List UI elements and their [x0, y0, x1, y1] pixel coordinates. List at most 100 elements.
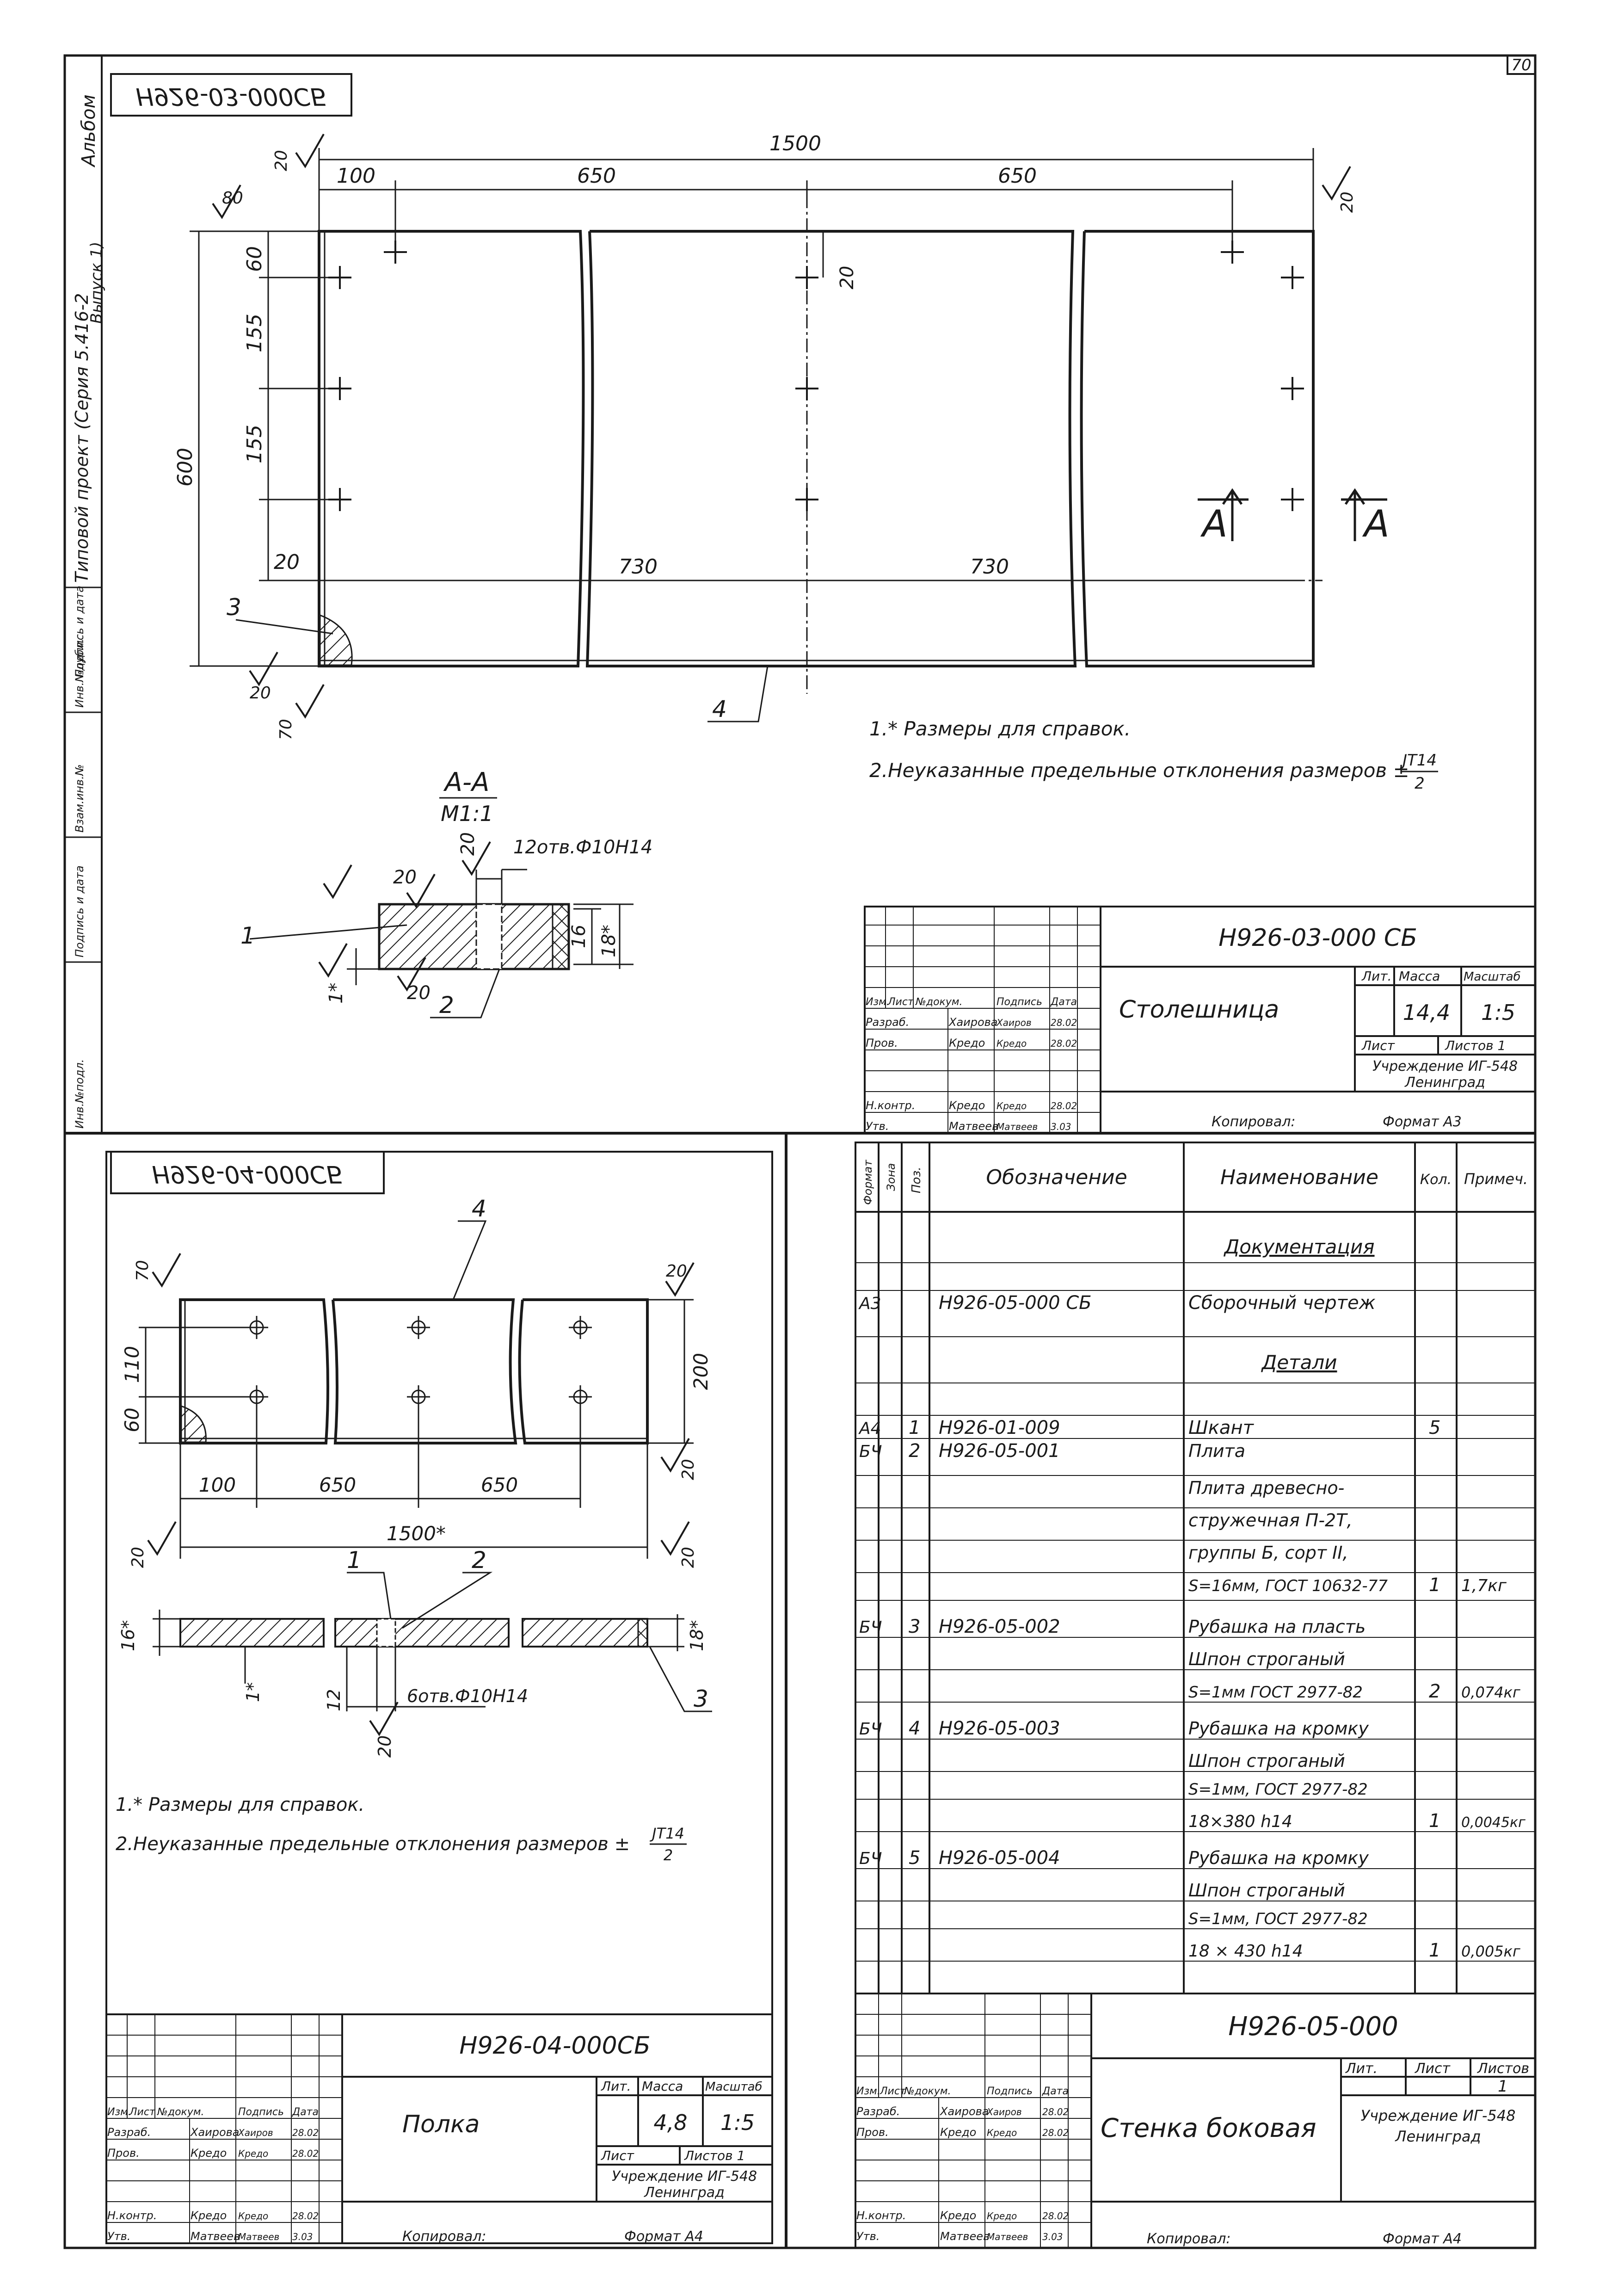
mirror-code-1: Н926-03-000СБ	[135, 82, 326, 110]
roughness-20-c: 20	[250, 684, 271, 703]
drawing-1: Н926-03-000СБ	[110, 73, 1536, 1134]
side-field-4: Инв.№дубл.	[73, 639, 86, 708]
tb3-r2-role: Н.контр.	[856, 2209, 906, 2222]
tb2-copied: Копировал:	[402, 2228, 486, 2245]
dim-730-b: 730	[970, 555, 1009, 579]
tb3-col-sheet: Лист	[1415, 2061, 1451, 2077]
section-title: А-А	[443, 767, 490, 797]
tb1-hdr-doc: №докум.	[915, 996, 962, 1008]
tb2-r1-name: Кредо	[191, 2147, 227, 2160]
tb2-col-mass: Масса	[642, 2079, 683, 2094]
tb2-r2-date: 28.02	[292, 2210, 319, 2222]
d2-section	[179, 1618, 648, 1648]
dim-1500: 1500	[769, 132, 821, 155]
tb3-r0-name: Хаирова	[939, 2105, 989, 2118]
dim-100: 100	[337, 164, 375, 188]
tb1-r2-sign: Кредо	[997, 1100, 1027, 1111]
roughness-20-a: 20	[272, 150, 291, 171]
spec-r0-code: Н926-05-000 СБ	[939, 1292, 1092, 1314]
d2-dim-1500: 1500*	[387, 1522, 446, 1545]
tb1-org2: Ленинград	[1404, 1074, 1485, 1091]
tb3-name: Стенка боковая	[1101, 2113, 1316, 2143]
spec-r4-name3: 18×380 h14	[1188, 1812, 1292, 1831]
tb3-hdr-izm: Изм.	[856, 2086, 880, 2097]
d2-sec-16: 16*	[118, 1620, 138, 1651]
d2-roughness-20-d: 20	[679, 1547, 698, 1568]
tb2-r1-sign: Кредо	[238, 2148, 268, 2159]
spec-r4-fmt: БЧ	[859, 1720, 882, 1739]
section-dim-20-a: 20	[393, 867, 417, 888]
spec-hdr-pos: Поз.	[910, 1167, 923, 1193]
section-leader-1: 1	[240, 922, 255, 949]
tb1-r0-date: 28.02	[1051, 1017, 1077, 1028]
tb2-org1: Учреждение ИГ-548	[612, 2168, 757, 2185]
spec-hdr-qty: Кол.	[1420, 1172, 1452, 1188]
tb1-r0-role: Разраб.	[866, 1016, 909, 1029]
roughness-70: 70	[277, 719, 295, 740]
tb3-r0-role: Разраб.	[856, 2105, 900, 2118]
spec-r1-fmt: А4	[858, 1419, 881, 1438]
spec-r5-name3: 18 × 430 h14	[1188, 1942, 1303, 1961]
tb2-r0-sign: Хаиров	[238, 2127, 273, 2138]
tb2-col-lit: Лит.	[601, 2079, 631, 2094]
tb1-r3-name: Матвеев	[949, 1120, 998, 1133]
d2-dim-100: 100	[199, 1474, 236, 1496]
section-hole	[475, 903, 503, 970]
spec-r1-qty: 5	[1429, 1417, 1440, 1438]
dim-20-bottom: 20	[274, 550, 300, 574]
spec-r3-code: Н926-05-002	[939, 1616, 1060, 1637]
tb3-r2-sign: Кредо	[987, 2210, 1017, 2222]
section-arrows	[1198, 488, 1387, 541]
spec-r2-fmt: БЧ	[859, 1442, 882, 1461]
sheet-number: 70	[1511, 56, 1531, 74]
tb1-copied: Копировал:	[1212, 1114, 1296, 1130]
tb2-r3-sign: Матвеев	[238, 2231, 279, 2242]
title-block-2	[105, 2013, 773, 2244]
spec-r4-pos: 4	[909, 1718, 920, 1739]
dim-20-mid: 20	[837, 266, 858, 290]
tb1-mass: 14,4	[1403, 1000, 1450, 1025]
roughness-marks-1	[212, 134, 1351, 719]
tb2-r0-date: 28.02	[292, 2127, 319, 2138]
tb3-code: Н926-05-000	[1228, 2012, 1398, 2042]
tb3-hdr-doc: №докум.	[904, 2086, 951, 2097]
spec-r2-pos: 2	[909, 1440, 920, 1462]
tolerance-num-1: JT14	[1400, 751, 1437, 770]
tb3-hdr-list: Лист	[880, 2086, 906, 2097]
tolerance-den-1: 2	[1415, 774, 1425, 793]
tb3-org2: Ленинград	[1395, 2128, 1481, 2145]
spec-hdr-zone: Зона	[885, 1163, 898, 1191]
mirror-code-2: Н926-04-000СБ	[152, 1160, 343, 1188]
section-leader-2: 2	[439, 992, 454, 1018]
side-field-3: Взам.инв.№	[73, 764, 86, 833]
section-scale: М1:1	[441, 801, 493, 826]
tb3-r1-date: 28.02	[1042, 2127, 1069, 2138]
tb2-r3-name: Матвеев	[191, 2230, 240, 2243]
series-line2: Выпуск 1)	[87, 242, 106, 324]
tb2-r2-role: Н.контр.	[107, 2209, 157, 2222]
tb1-hdr-izm: Изм.	[866, 996, 890, 1008]
d2-tolerance-num: JT14	[649, 1825, 684, 1842]
tb1-code: Н926-03-000 СБ	[1218, 924, 1417, 952]
tb1-r2-date: 28.02	[1051, 1100, 1077, 1111]
hole-marks-2	[245, 1316, 592, 1408]
spec-section-details: Детали	[1261, 1351, 1337, 1374]
spec-r5-qty: 1	[1429, 1940, 1440, 1961]
d2-dim-650-a: 650	[319, 1474, 356, 1496]
tb2-mass: 4,8	[653, 2110, 687, 2135]
tb2-r1-date: 28.02	[292, 2148, 319, 2159]
spec-r2-name4: S=16мм, ГОСТ 10632-77	[1188, 1577, 1388, 1595]
tb3-r3-role: Утв.	[856, 2230, 880, 2243]
spec-r2-note: 1,7кг	[1461, 1576, 1507, 1595]
tb1-r1-name: Кредо	[949, 1037, 985, 1049]
d2-leader-4: 4	[472, 1195, 486, 1222]
spec-section-docs: Документация	[1223, 1235, 1374, 1258]
tb1-format: Формат А3	[1383, 1114, 1462, 1130]
hole-marks-1	[328, 241, 1304, 511]
tb1-sheet: Лист	[1361, 1038, 1395, 1053]
section-dim-18: 18*	[598, 925, 620, 957]
spec-r5-pos: 5	[909, 1847, 920, 1869]
spec-r5-name2: S=1мм, ГОСТ 2977-82	[1188, 1910, 1368, 1928]
tb1-name: Столешница	[1119, 996, 1279, 1024]
spec-r3-note: 0,074кг	[1461, 1684, 1520, 1701]
